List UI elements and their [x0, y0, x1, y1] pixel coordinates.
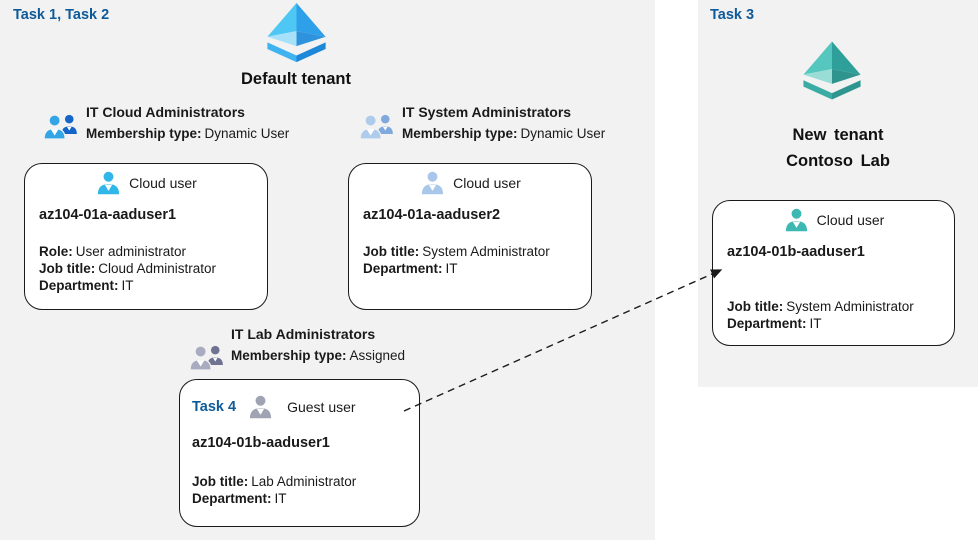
group-membership: Membership type:Assigned	[231, 348, 405, 363]
membership-type-label: Membership type:	[86, 126, 202, 141]
group-icon	[359, 114, 393, 140]
new-tenant-icon	[803, 41, 861, 100]
username: az104-01a-aaduser1	[39, 207, 177, 223]
attribute-value: Cloud Administrator	[98, 261, 217, 276]
attribute-value: User administrator	[75, 244, 187, 259]
new-tenant-line2: Contoso Lab	[786, 152, 890, 171]
card-header: Cloud user	[727, 205, 940, 235]
new-tenant-line1: New tenant	[792, 126, 884, 144]
attribute-value: IT	[445, 261, 458, 276]
group-name: IT Cloud Administrators	[86, 104, 245, 120]
user-attribute: Job title:System Administrator	[363, 243, 577, 260]
user-attribute: Role:User administrator	[39, 243, 253, 260]
azure-ad-icon	[267, 2, 326, 63]
group-header: IT Lab Administrators Membership type:As…	[231, 326, 405, 363]
default-tenant-title: Default tenant	[240, 70, 351, 88]
user-attributes: Role:User administrator Job title:Cloud …	[39, 243, 253, 294]
guest-user-card: Task 4 Guest user az104-01b-aaduser1 Job…	[179, 379, 420, 527]
attribute-value: System Administrator	[786, 299, 914, 314]
attribute-label: Job title:	[363, 244, 420, 259]
cloud-user-icon	[98, 171, 120, 194]
membership-type-label: Membership type:	[231, 348, 347, 363]
membership-type-value: Dynamic User	[204, 126, 290, 141]
user-type-label: Cloud user	[816, 212, 885, 228]
attribute-label: Job title:	[192, 474, 249, 489]
user-attribute: Department:IT	[192, 490, 405, 507]
user-attribute: Department:IT	[39, 277, 253, 294]
user-type-label: Guest user	[287, 399, 356, 415]
user-card: Cloud user az104-01a-aaduser2 Job title:…	[348, 163, 592, 310]
cloud-user-icon	[785, 208, 807, 231]
card-header: Cloud user	[363, 168, 577, 198]
user-type-label: Cloud user	[129, 175, 197, 191]
user-attribute: Job title:Lab Administrator	[192, 473, 405, 490]
attribute-label: Role:	[39, 244, 73, 259]
username: az104-01a-aaduser2	[363, 207, 501, 223]
user-attributes: Job title:System Administrator Departmen…	[363, 243, 577, 277]
attribute-value: IT	[121, 278, 134, 293]
group-icon	[189, 345, 223, 371]
new-tenant-title: New tenant Contoso Lab	[742, 122, 934, 174]
task-1-2-label: Task 1, Task 2	[13, 7, 110, 23]
attribute-label: Job title:	[727, 299, 784, 314]
user-attributes: Job title:System Administrator Departmen…	[727, 298, 940, 332]
group-membership: Membership type:Dynamic User	[402, 126, 605, 141]
username: az104-01b-aaduser1	[727, 244, 865, 260]
user-attribute: Job title:System Administrator	[727, 298, 940, 315]
attribute-label: Job title:	[39, 261, 96, 276]
task-4-label: Task 4	[192, 399, 237, 415]
group-header: IT Cloud Administrators Membership type:…	[86, 104, 289, 141]
user-card: Cloud user az104-01b-aaduser1 Job title:…	[712, 200, 955, 346]
user-attribute: Department:IT	[727, 315, 940, 332]
user-attribute: Job title:Cloud Administrator	[39, 260, 253, 277]
user-attribute: Department:IT	[363, 260, 577, 277]
membership-type-value: Assigned	[349, 348, 406, 363]
card-header: Cloud user	[39, 168, 253, 198]
task-3-label: Task 3	[710, 7, 755, 23]
group-name: IT System Administrators	[402, 104, 572, 120]
guest-user-icon	[250, 395, 272, 418]
cloud-user-icon	[422, 171, 444, 194]
username: az104-01b-aaduser1	[192, 435, 330, 451]
card-header: Task 4 Guest user	[192, 392, 405, 422]
attribute-value: System Administrator	[422, 244, 550, 259]
attribute-label: Department:	[192, 491, 272, 506]
group-name: IT Lab Administrators	[231, 326, 376, 342]
membership-type-label: Membership type:	[402, 126, 518, 141]
membership-type-value: Dynamic User	[520, 126, 606, 141]
user-card: Cloud user az104-01a-aaduser1 Role:User …	[24, 163, 268, 310]
user-attributes: Job title:Lab Administrator Department:I…	[192, 473, 405, 507]
attribute-label: Department:	[363, 261, 443, 276]
user-type-label: Cloud user	[453, 175, 521, 191]
attribute-label: Department:	[39, 278, 119, 293]
group-icon	[43, 114, 77, 140]
group-membership: Membership type:Dynamic User	[86, 126, 289, 141]
attribute-label: Department:	[727, 316, 807, 331]
attribute-value: Lab Administrator	[251, 474, 357, 489]
attribute-value: IT	[809, 316, 822, 331]
group-header: IT System Administrators Membership type…	[402, 104, 605, 141]
attribute-value: IT	[274, 491, 287, 506]
